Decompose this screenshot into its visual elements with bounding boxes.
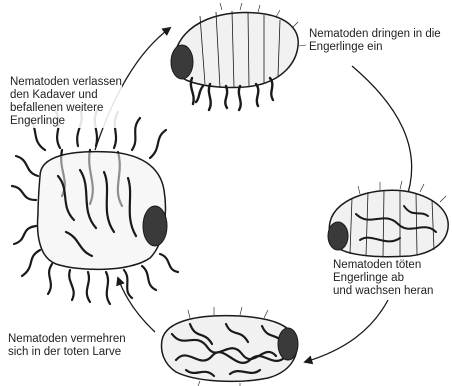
- grub-dead-larva: [162, 307, 298, 386]
- arrow-penetration-to-kill: [352, 66, 412, 202]
- stage-exit-label: Nematoden verlassen den Kadaver und befa…: [10, 76, 122, 128]
- stage-reproduce-label: Nematoden vermehren sich in der toten La…: [8, 333, 126, 359]
- arrow-kill-to-reproduce: [305, 300, 388, 362]
- stage-exit-line-2: den Kadaver und: [10, 89, 122, 102]
- grub-cadaver-emerging: [12, 108, 178, 304]
- stage-reproduce-line-1: Nematoden vermehren: [8, 333, 126, 346]
- stage-penetration-line-2: Engerlinge ein: [309, 41, 441, 54]
- stage-kill-label: Nematoden töten Engerlinge ab und wachse…: [333, 259, 433, 298]
- stage-exit-line-4: Engerlinge: [10, 115, 122, 128]
- stage-kill-line-1: Nematoden töten: [333, 259, 433, 272]
- arrow-reproduce-to-exit: [118, 278, 155, 332]
- stage-kill-line-2: Engerlinge ab: [333, 272, 433, 285]
- stage-penetration-label: Nematoden dringen in die Engerlinge ein: [309, 28, 441, 54]
- grub-killed: [328, 181, 448, 257]
- stage-exit-line-3: befallenen weitere: [10, 102, 122, 115]
- stage-penetration-line-1: Nematoden dringen in die: [309, 28, 441, 41]
- stage-kill-line-3: und wachsen heran: [333, 285, 433, 298]
- stage-exit-line-1: Nematoden verlassen: [10, 76, 122, 89]
- grub-penetration: [171, 3, 306, 110]
- stage-reproduce-line-2: sich in der toten Larve: [8, 346, 126, 359]
